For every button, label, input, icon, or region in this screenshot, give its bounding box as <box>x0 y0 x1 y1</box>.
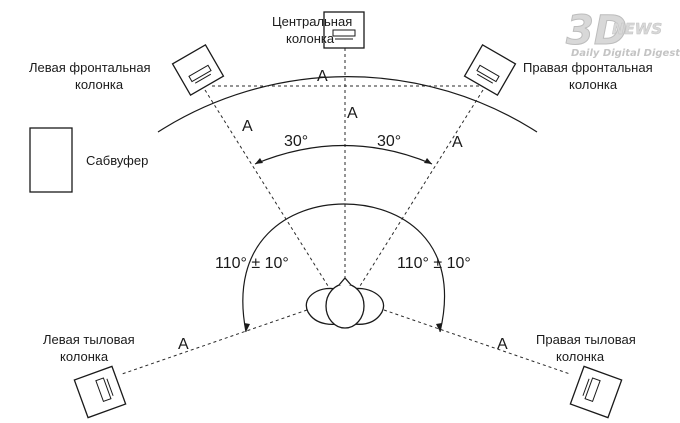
line-rear-right-listener <box>383 309 571 375</box>
watermark-3d: 3D <box>566 8 627 54</box>
center-speaker-icon <box>323 11 365 49</box>
front-right-speaker-icon <box>463 44 517 96</box>
label-center-2: колонка <box>286 31 335 46</box>
label-front-left-1: Левая фронтальная <box>29 60 151 75</box>
arc-front-30 <box>254 144 433 165</box>
label-rear-left-2: колонка <box>60 349 109 364</box>
watermark-news: NEWS <box>612 20 662 38</box>
label-front-right-2: колонка <box>569 77 618 92</box>
distance-label-right: A <box>452 134 463 151</box>
distance-label-rear-right: A <box>497 336 508 353</box>
label-front-left-2: колонка <box>75 77 124 92</box>
arrowhead-110-right <box>436 323 442 332</box>
arrowhead-110-left <box>244 323 250 332</box>
speaker-circle-arc <box>157 76 538 133</box>
label-rear-right-1: Правая тыловая <box>536 332 636 347</box>
line-front-left-listener <box>204 89 329 287</box>
label-subwoofer: Сабвуфер <box>86 153 148 168</box>
angle-front-left: 30° <box>284 133 308 150</box>
line-rear-left-listener <box>121 309 308 375</box>
listener-head-icon <box>305 277 385 329</box>
watermark-logo: 3D NEWS Daily Digital Digest <box>566 8 680 60</box>
subwoofer-icon <box>29 127 73 193</box>
front-left-speaker-icon <box>171 44 225 96</box>
angle-front-right: 30° <box>377 133 401 150</box>
label-rear-right-2: колонка <box>556 349 605 364</box>
angle-rear-left: 110° ± 10° <box>215 255 289 272</box>
distance-label-rear-left: A <box>178 336 189 353</box>
arrowhead-30-right <box>424 158 432 164</box>
label-rear-left-1: Левая тыловая <box>43 332 135 347</box>
label-front-right-1: Правая фронтальная <box>523 60 653 75</box>
line-front-right-listener <box>359 89 484 287</box>
distance-label-center: A <box>347 105 358 122</box>
arrowhead-30-left <box>255 158 263 164</box>
label-center-1: Центральная <box>272 14 352 29</box>
rear-right-speaker-icon <box>569 365 623 419</box>
rear-left-speaker-icon <box>73 365 127 419</box>
distance-label-left: A <box>242 118 253 135</box>
watermark-tagline: Daily Digital Digest <box>571 48 680 59</box>
angle-rear-right: 110° ± 10° <box>397 255 471 272</box>
distance-label-front: A <box>317 68 328 85</box>
arc-rear-110 <box>242 203 446 333</box>
